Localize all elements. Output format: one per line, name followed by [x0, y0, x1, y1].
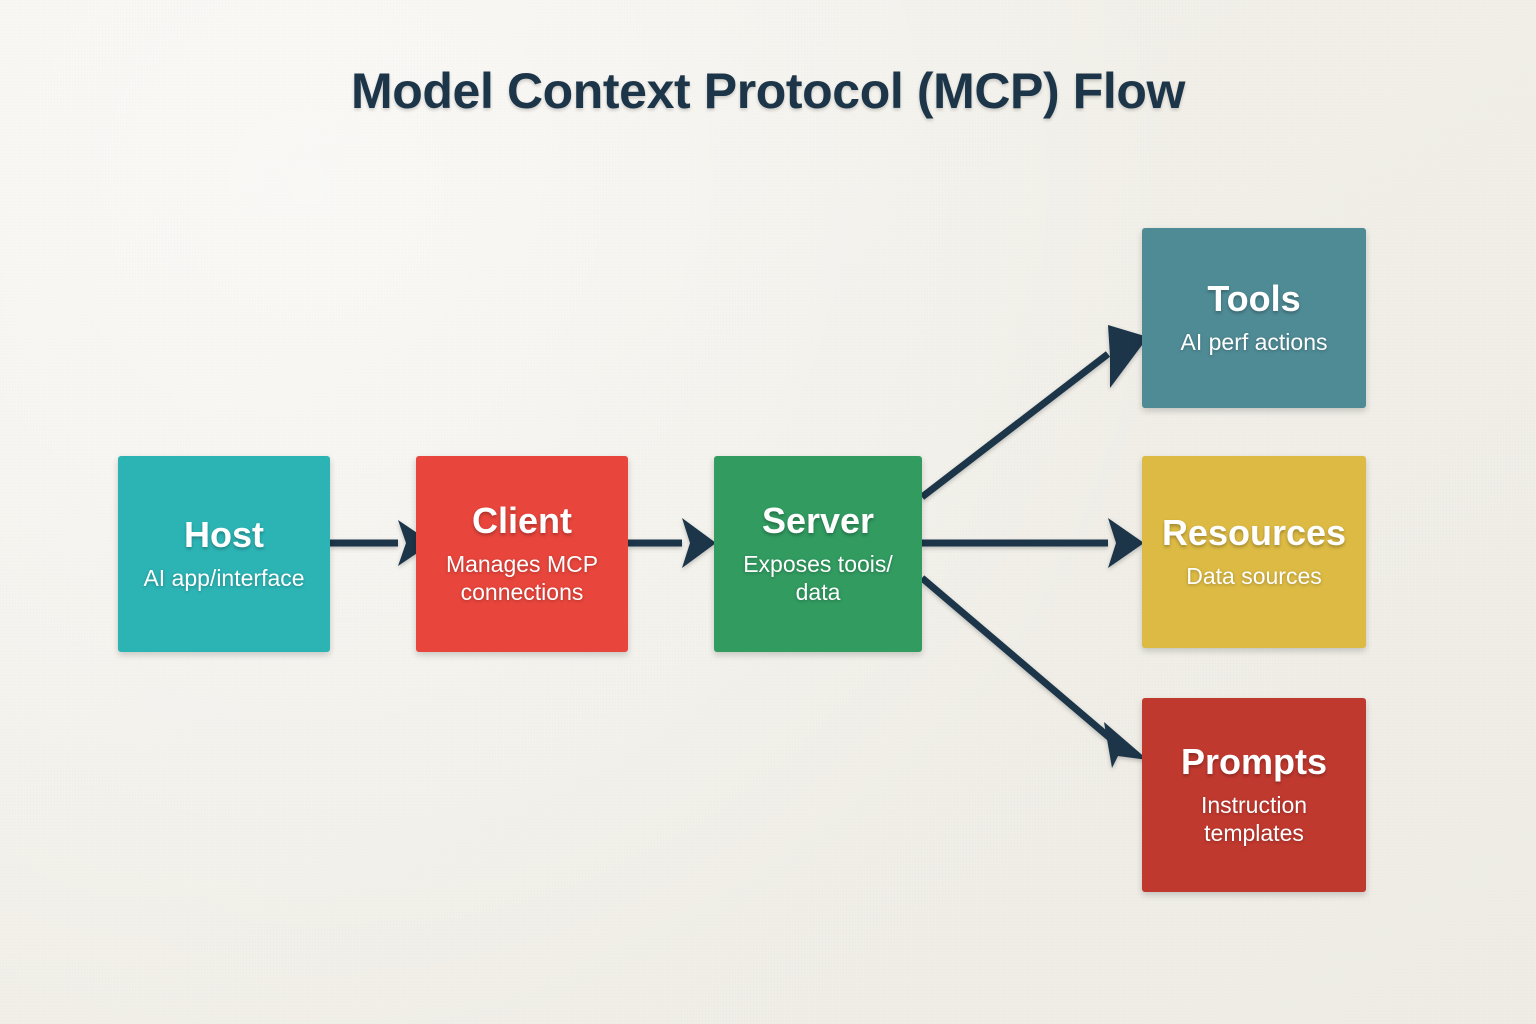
node-resources[interactable]: Resources Data sources [1142, 456, 1366, 648]
node-host-title: Host [184, 514, 264, 556]
arrow-server-to-resources [922, 518, 1144, 568]
node-tools-title: Tools [1207, 278, 1301, 320]
page-title: Model Context Protocol (MCP) Flow [351, 63, 1185, 119]
arrow-client-to-server [628, 518, 716, 568]
node-host[interactable]: Host AI app/interface [118, 456, 330, 652]
node-resources-title: Resources [1161, 512, 1347, 554]
node-resources-subtitle: Data sources [1186, 562, 1322, 589]
arrow-server-to-tools [919, 325, 1148, 500]
node-prompts-title: Prompts [1180, 741, 1328, 783]
node-prompts[interactable]: Prompts Instruction templates [1142, 698, 1366, 892]
node-server-subtitle: Exposes toois/ data [743, 550, 893, 605]
node-client-subtitle: Manages MCP connections [445, 550, 599, 605]
node-server[interactable]: Server Exposes toois/ data [714, 456, 922, 652]
node-client-title: Client [471, 500, 572, 542]
node-tools-subtitle: AI perf actions [1180, 328, 1328, 355]
node-server-title: Server [761, 500, 875, 542]
node-host-subtitle: AI app/interface [143, 564, 305, 591]
node-tools[interactable]: Tools AI perf actions [1142, 228, 1366, 408]
node-client[interactable]: Client Manages MCP connections [416, 456, 628, 652]
arrow-server-to-prompts [919, 575, 1148, 768]
node-prompts-subtitle: Instruction templates [1200, 791, 1308, 846]
